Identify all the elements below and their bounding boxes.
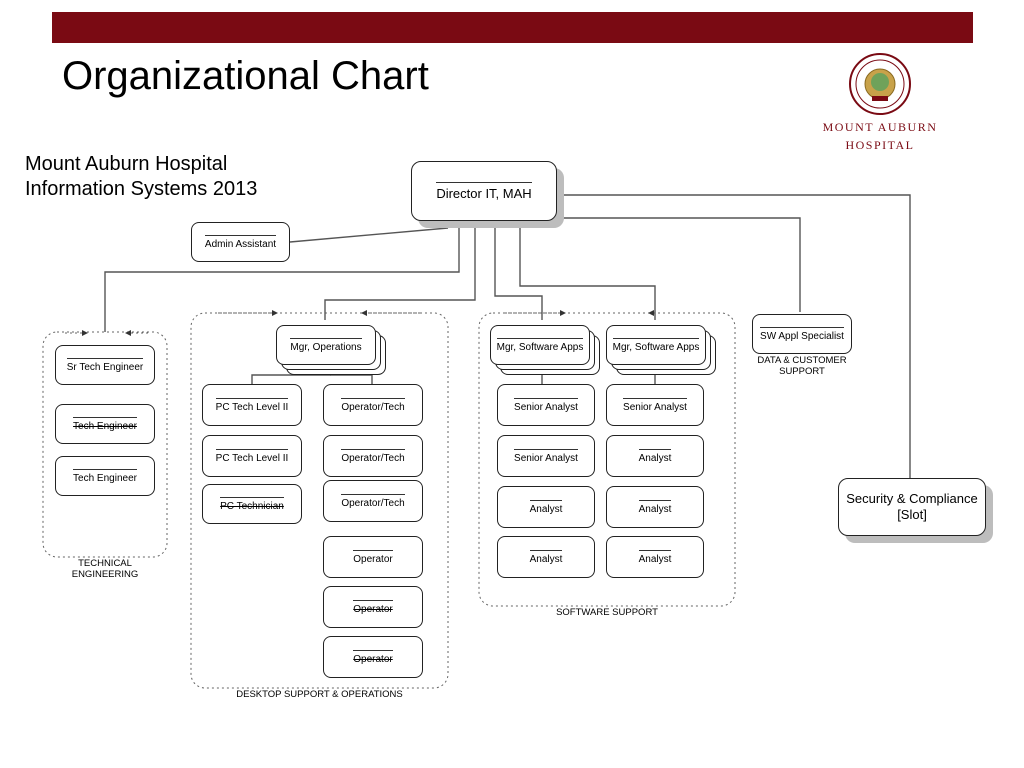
- analyst-role-box: Analyst: [497, 536, 595, 578]
- slide-title: Organizational Chart: [62, 54, 429, 98]
- desktop-role-box: PC Tech Level II: [202, 384, 302, 426]
- analyst-role-box: Analyst: [497, 486, 595, 528]
- security-compliance-title: Security & Compliance [Slot]: [846, 491, 978, 522]
- hospital-seal-icon: [849, 53, 911, 115]
- operator-role-box: Operator/Tech: [323, 384, 423, 426]
- technical-group-outline: [42, 331, 168, 558]
- analyst-role-title: Analyst: [529, 499, 563, 515]
- technical-group-label: TECHNICAL ENGINEERING: [71, 558, 139, 580]
- operator-role-title: Operator: [353, 549, 393, 565]
- org-title-line-2: Information Systems 2013: [25, 178, 258, 200]
- top-accent-bar: [52, 12, 973, 43]
- analyst-role-box: Senior Analyst: [606, 384, 704, 426]
- operator-role-box: Operator: [323, 586, 423, 628]
- technical-role-box: Tech Engineer: [55, 456, 155, 496]
- operator-role-title: Operator/Tech: [341, 493, 405, 509]
- analyst-role-box: Analyst: [606, 536, 704, 578]
- analyst-role-title: Analyst: [638, 448, 672, 464]
- technical-role-box: Sr Tech Engineer: [55, 345, 155, 385]
- hospital-logo: MOUNT AUBURN HOSPITAL: [800, 52, 960, 156]
- analyst-role-title: Analyst: [638, 499, 672, 515]
- operator-role-box: Operator: [323, 636, 423, 678]
- software-manager-box: Mgr, Software Apps: [490, 325, 590, 365]
- operator-role-title-vacant: Operator: [353, 599, 393, 615]
- analyst-role-box: Senior Analyst: [497, 435, 595, 477]
- analyst-role-title: Senior Analyst: [514, 448, 578, 464]
- analyst-role-box: Analyst: [606, 486, 704, 528]
- desktop-role-title-vacant: PC Technician: [220, 496, 284, 512]
- analyst-role-box: Analyst: [606, 435, 704, 477]
- software-group-label: SOFTWARE SUPPORT: [556, 607, 658, 618]
- operations-manager-box: Mgr, Operations: [276, 325, 376, 365]
- technical-role-title: Tech Engineer: [73, 468, 137, 484]
- operator-role-box: Operator/Tech: [323, 480, 423, 522]
- software-manager-box: Mgr, Software Apps: [606, 325, 706, 365]
- technical-role-box: Tech Engineer: [55, 404, 155, 444]
- admin-assistant-box: Admin Assistant: [191, 222, 290, 262]
- analyst-role-title: Senior Analyst: [514, 397, 578, 413]
- data-customer-support-label: DATA & CUSTOMER SUPPORT: [757, 355, 847, 377]
- org-title-line-1: Mount Auburn Hospital: [25, 153, 228, 175]
- admin-assistant-title: Admin Assistant: [204, 234, 277, 250]
- operator-role-title: Operator/Tech: [341, 397, 405, 413]
- logo-line-2: HOSPITAL: [845, 138, 915, 152]
- sw-specialist-title: SW Appl Specialist: [760, 326, 844, 342]
- analyst-role-title: Analyst: [638, 549, 672, 565]
- analyst-role-box: Senior Analyst: [497, 384, 595, 426]
- desktop-role-box: PC Tech Level II: [202, 435, 302, 477]
- sw-specialist-box: SW Appl Specialist: [752, 314, 852, 354]
- operator-role-title-vacant: Operator: [353, 649, 393, 665]
- analyst-role-title: Analyst: [529, 549, 563, 565]
- director-box: Director IT, MAH: [411, 161, 557, 221]
- desktop-role-box: PC Technician: [202, 484, 302, 524]
- software-group-outline: [478, 312, 736, 607]
- software-manager-title: Mgr, Software Apps: [496, 337, 584, 353]
- operator-role-title: Operator/Tech: [341, 448, 405, 464]
- software-manager-title: Mgr, Software Apps: [612, 337, 700, 353]
- technical-role-title: Sr Tech Engineer: [66, 357, 144, 373]
- operations-manager-title: Mgr, Operations: [290, 337, 362, 353]
- logo-line-1: MOUNT AUBURN: [822, 120, 938, 134]
- analyst-role-title: Senior Analyst: [623, 397, 687, 413]
- desktop-role-title: PC Tech Level II: [215, 397, 289, 413]
- desktop-group-label: DESKTOP SUPPORT & OPERATIONS: [236, 689, 403, 700]
- technical-role-title-vacant: Tech Engineer: [73, 416, 137, 432]
- security-compliance-box: Security & Compliance [Slot]: [838, 478, 986, 536]
- operator-role-box: Operator: [323, 536, 423, 578]
- operator-role-box: Operator/Tech: [323, 435, 423, 477]
- director-title: Director IT, MAH: [436, 181, 532, 201]
- desktop-role-title: PC Tech Level II: [215, 448, 289, 464]
- org-chart-title: Mount Auburn Hospital Information System…: [25, 152, 257, 202]
